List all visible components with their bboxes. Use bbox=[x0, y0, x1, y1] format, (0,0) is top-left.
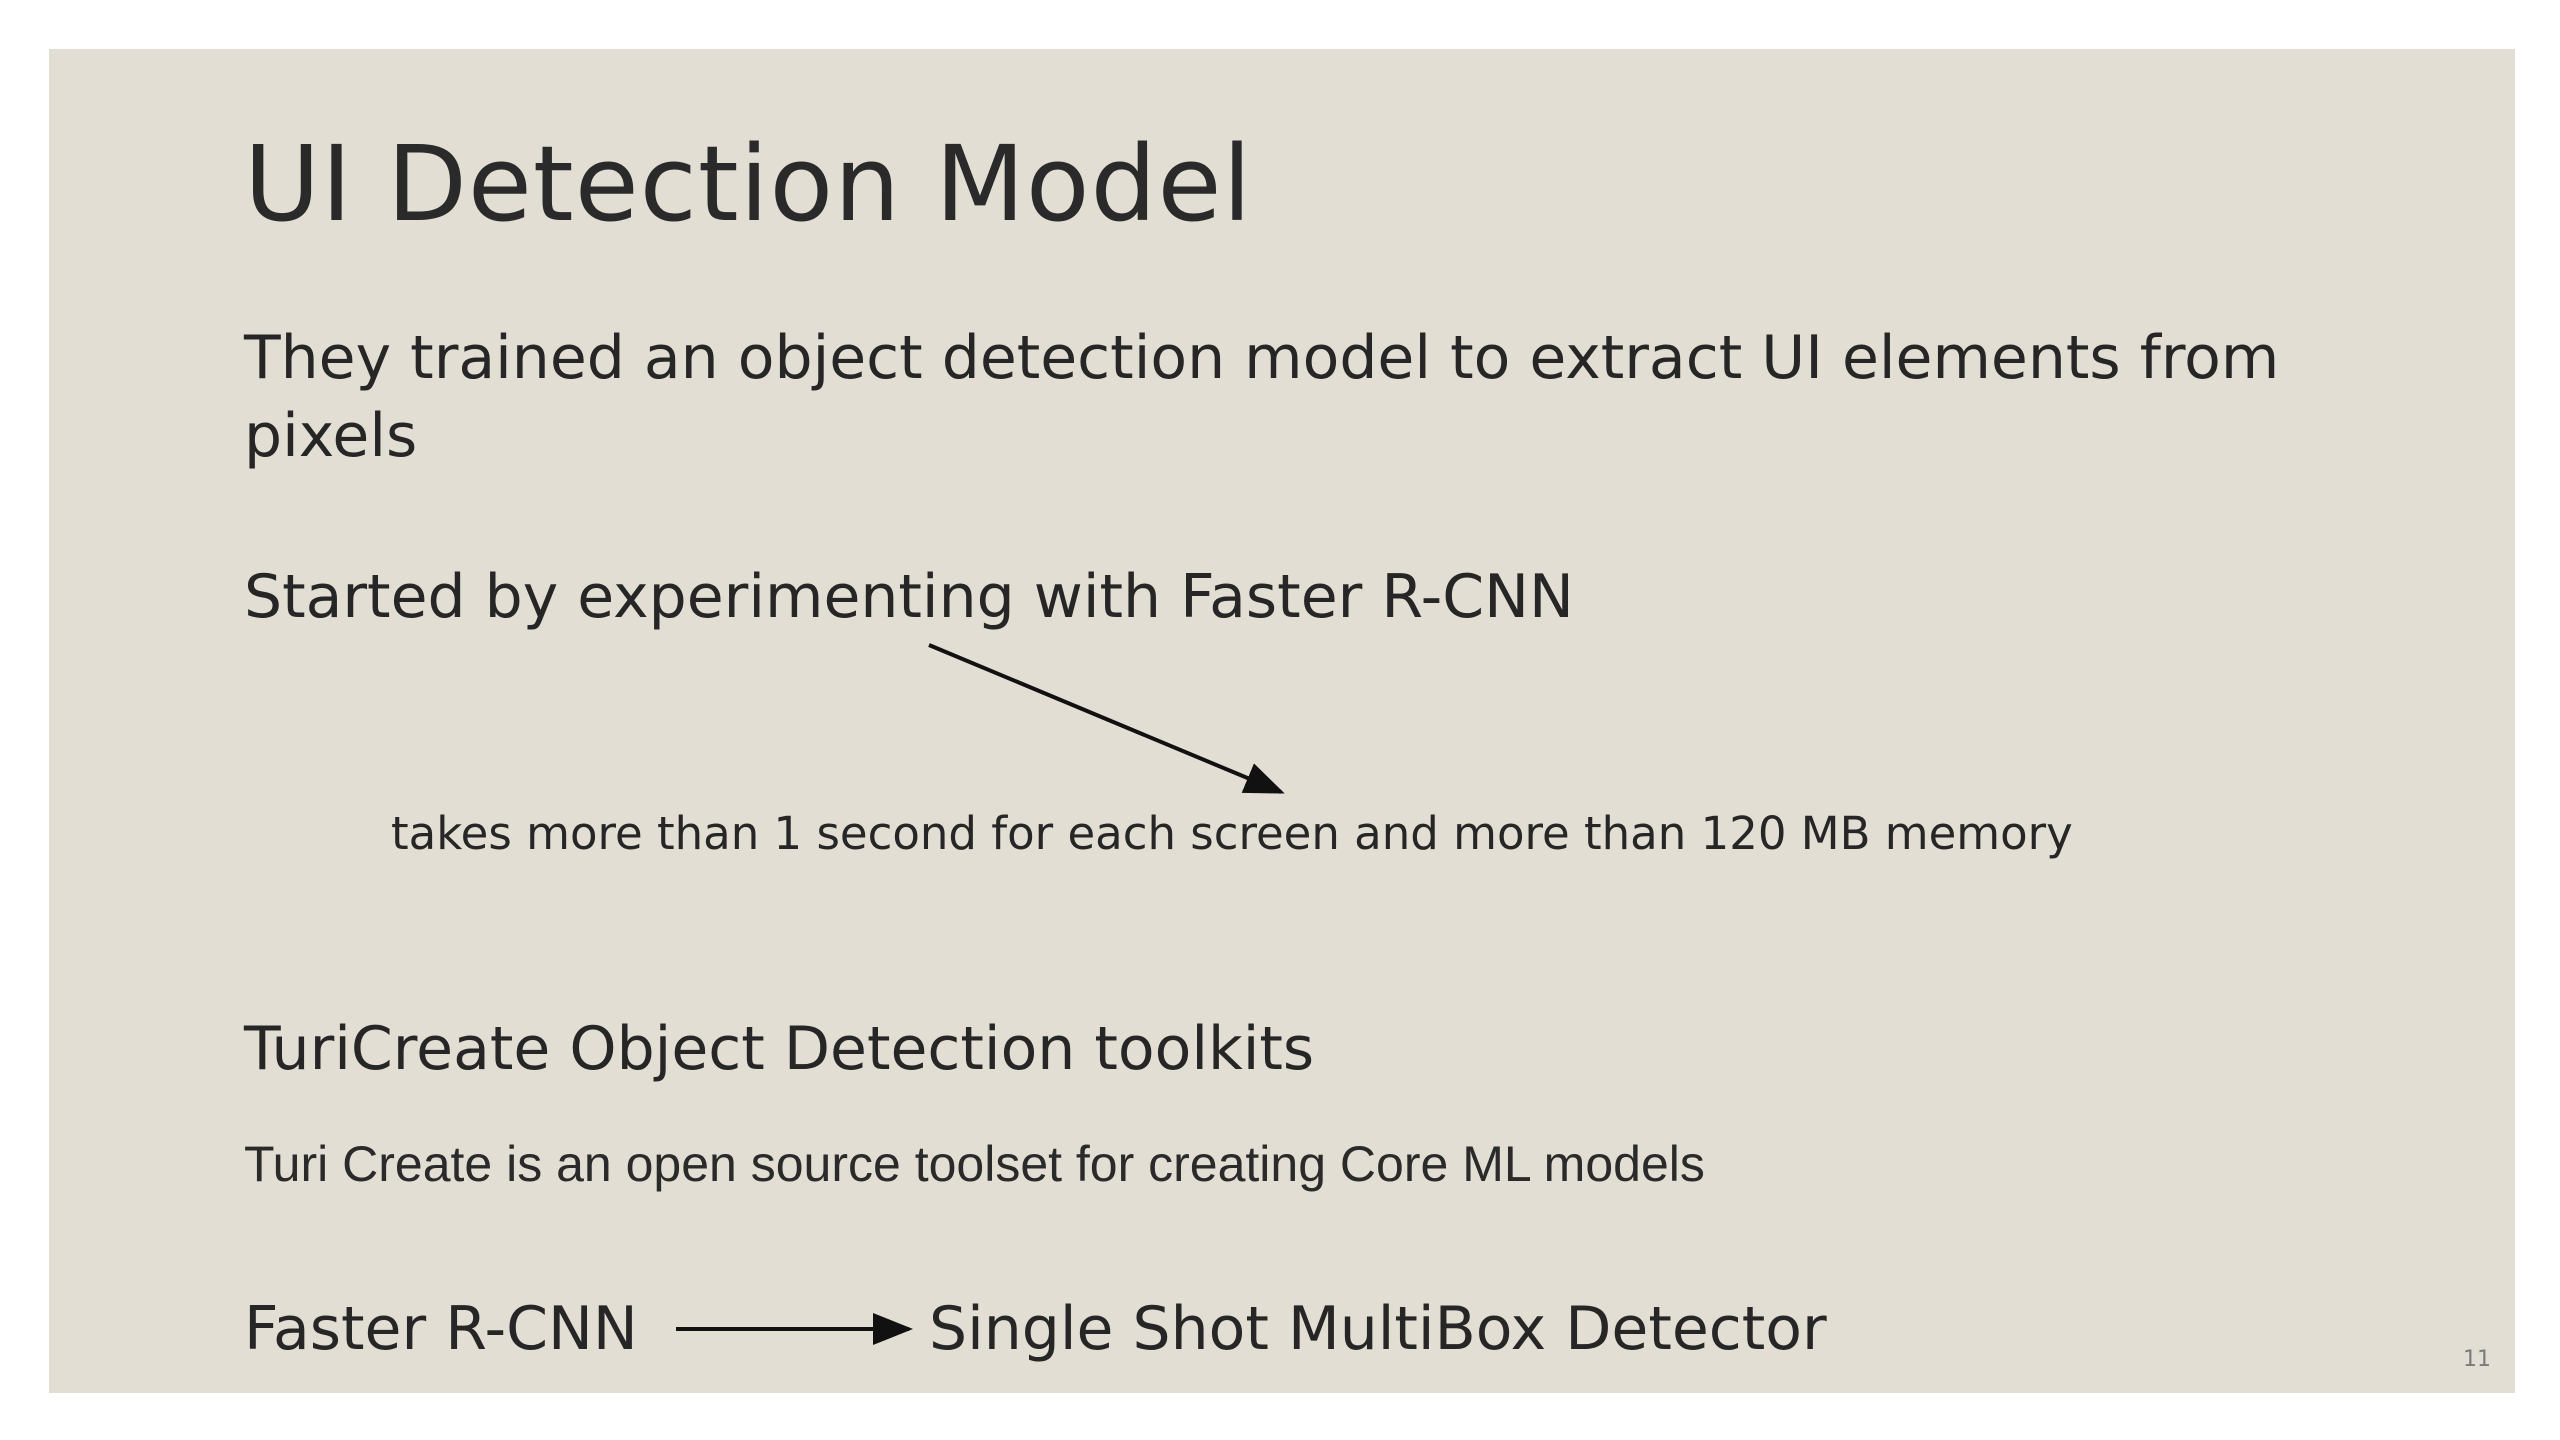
paragraph-faster-rcnn: Started by experimenting with Faster R-C… bbox=[244, 562, 1574, 632]
paragraph-turicreate: TuriCreate Object Detection toolkits bbox=[244, 1014, 1315, 1084]
diagonal-arrow-icon bbox=[928, 643, 1285, 794]
right-arrow-icon bbox=[676, 1313, 913, 1345]
comparison-to-label: Single Shot MultiBox Detector bbox=[929, 1294, 1827, 1364]
slide: UI Detection Model They trained an objec… bbox=[49, 49, 2515, 1393]
slide-title: UI Detection Model bbox=[244, 123, 1253, 245]
paragraph-object-detection: They trained an object detection model t… bbox=[244, 323, 2280, 471]
page-number: 11 bbox=[2463, 1347, 2491, 1372]
comparison-from-label: Faster R-CNN bbox=[244, 1294, 638, 1364]
paragraph-turicreate-description: Turi Create is an open source toolset fo… bbox=[244, 1136, 1705, 1192]
performance-note: takes more than 1 second for each screen… bbox=[391, 807, 2073, 860]
